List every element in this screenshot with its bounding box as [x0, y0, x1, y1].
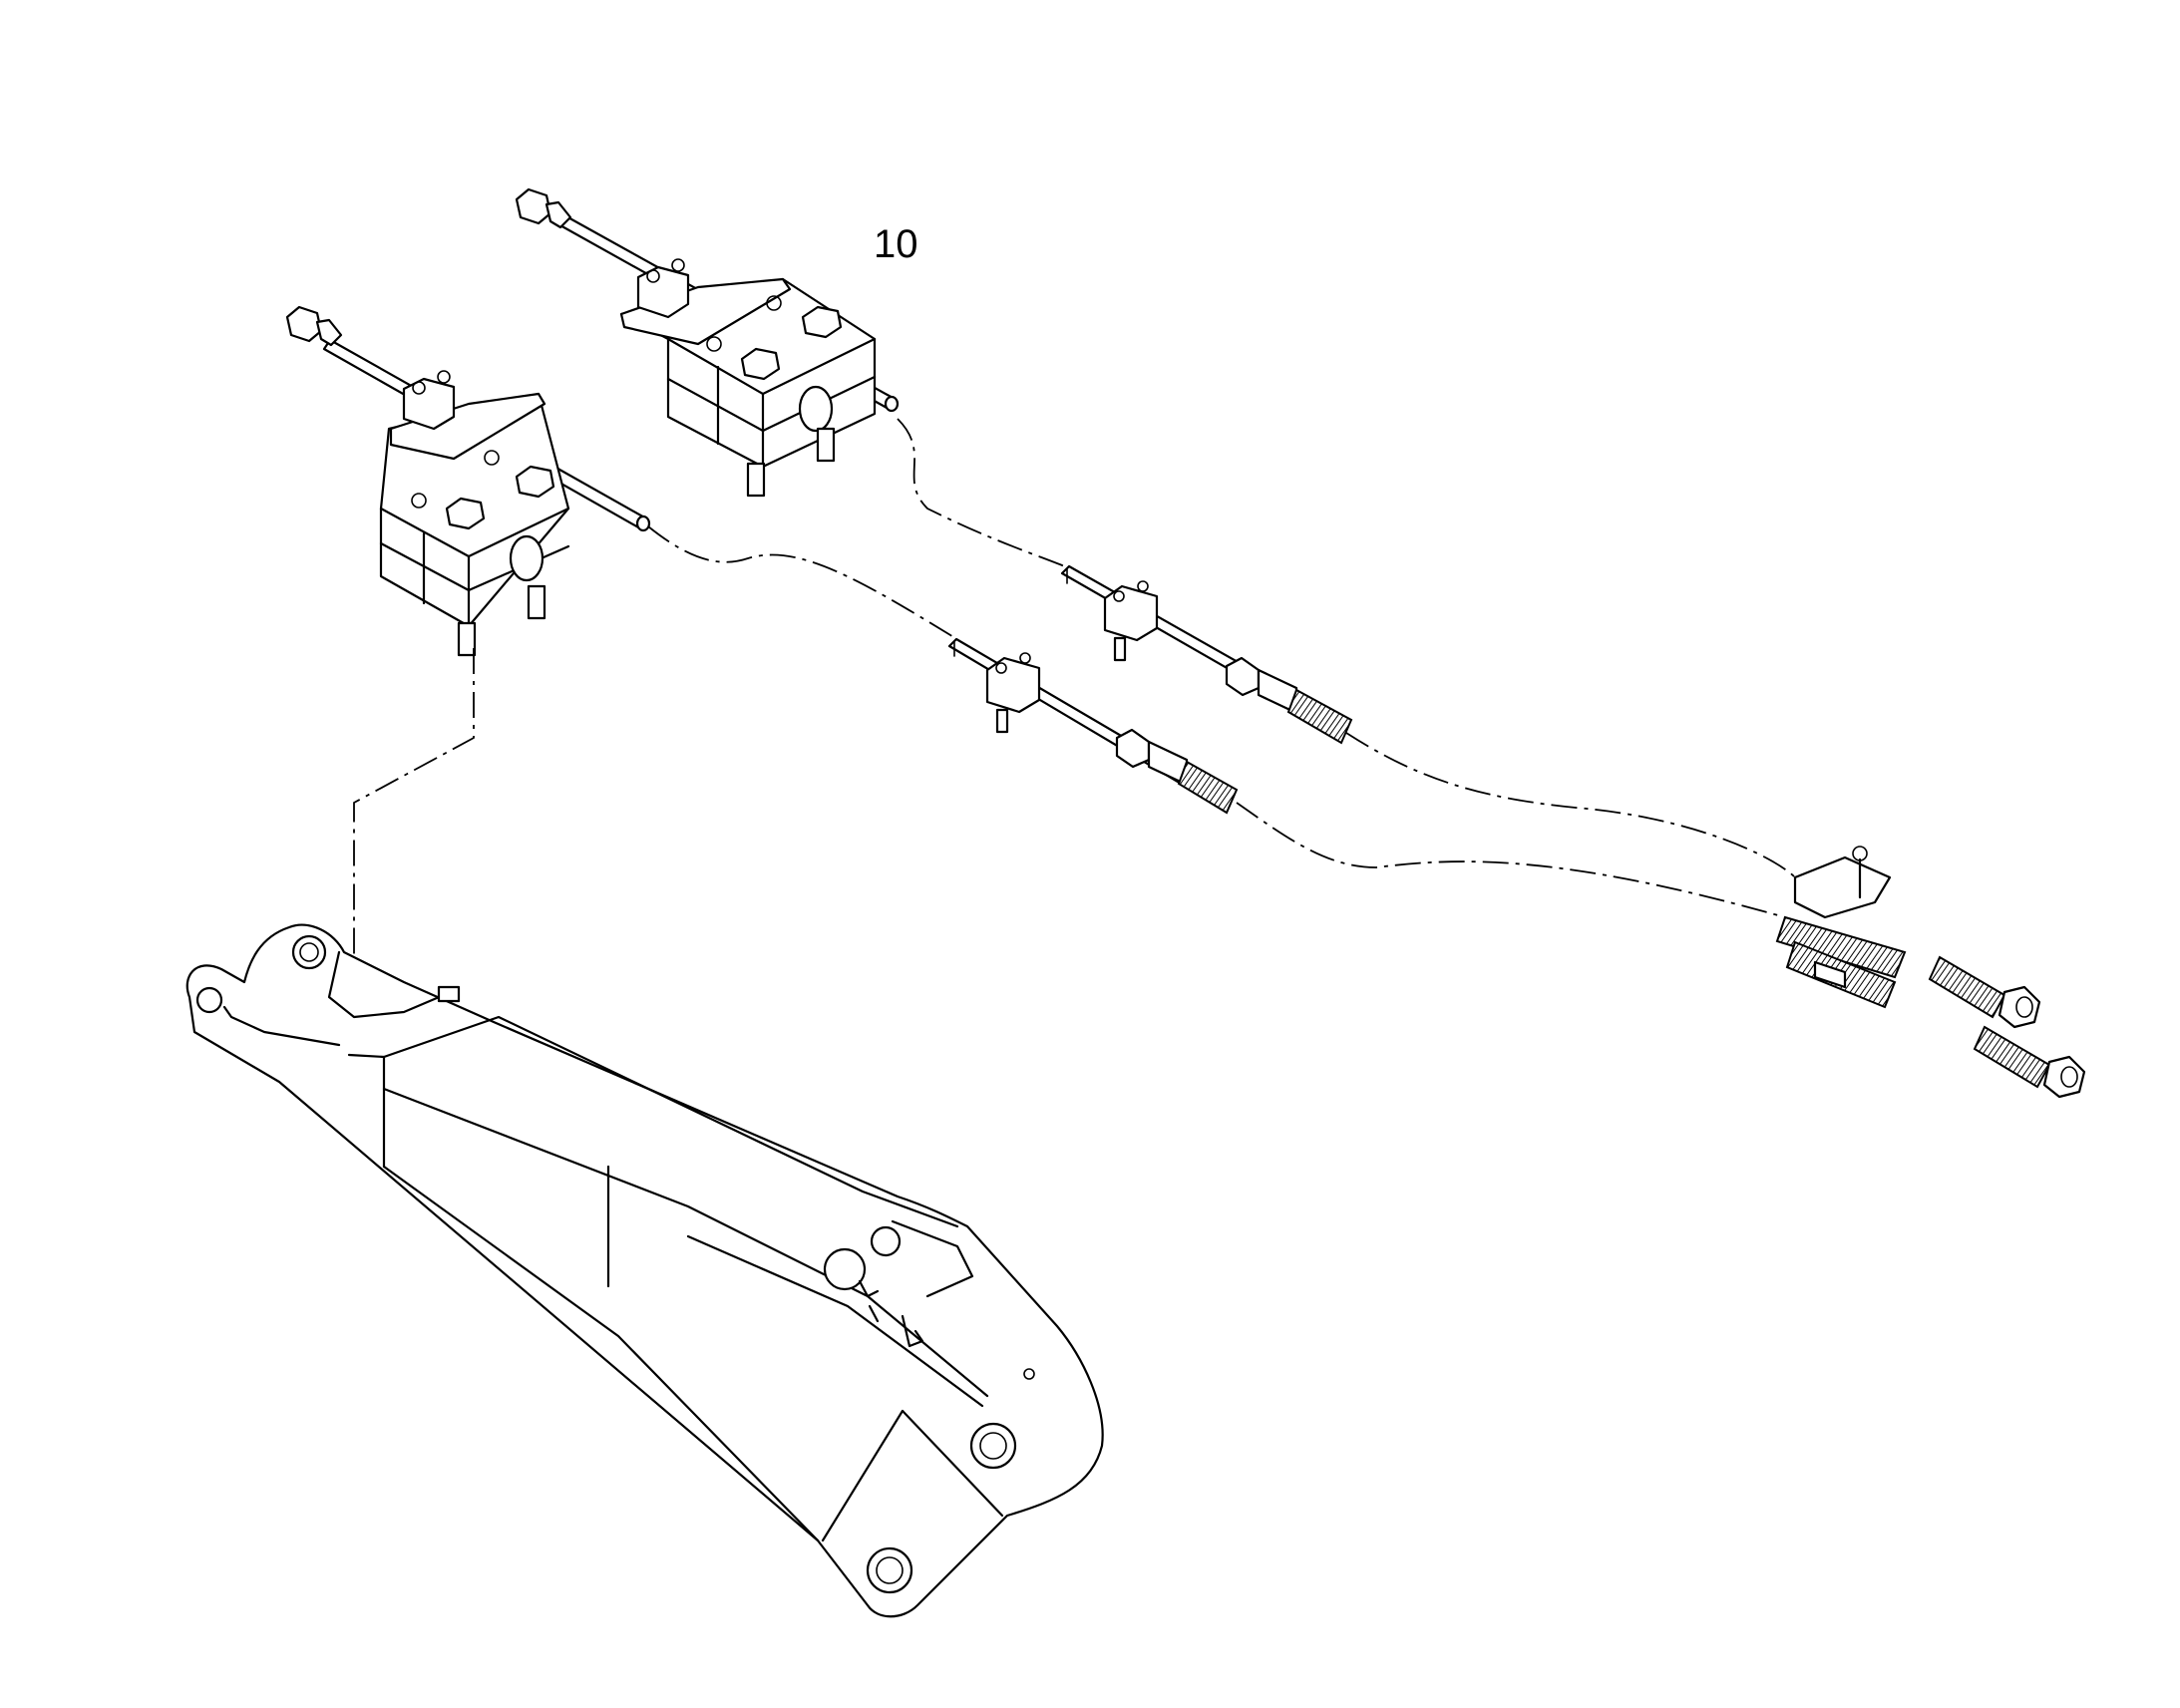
boom-arm: [185, 923, 1104, 1618]
upper-hose-clamp-assembly: [1060, 564, 1353, 745]
upper-valve-block: [515, 187, 900, 498]
lower-valve-block: [285, 305, 651, 657]
right-hose-bracket: [1775, 846, 1907, 1009]
connection-lines: [353, 418, 1796, 1057]
callout-label-10: 10: [874, 222, 918, 266]
hose-end-fitting-upper: [1928, 955, 2041, 1029]
hose-end-fitting-lower: [1973, 1025, 2086, 1099]
lower-hose-clamp-assembly: [947, 637, 1239, 815]
